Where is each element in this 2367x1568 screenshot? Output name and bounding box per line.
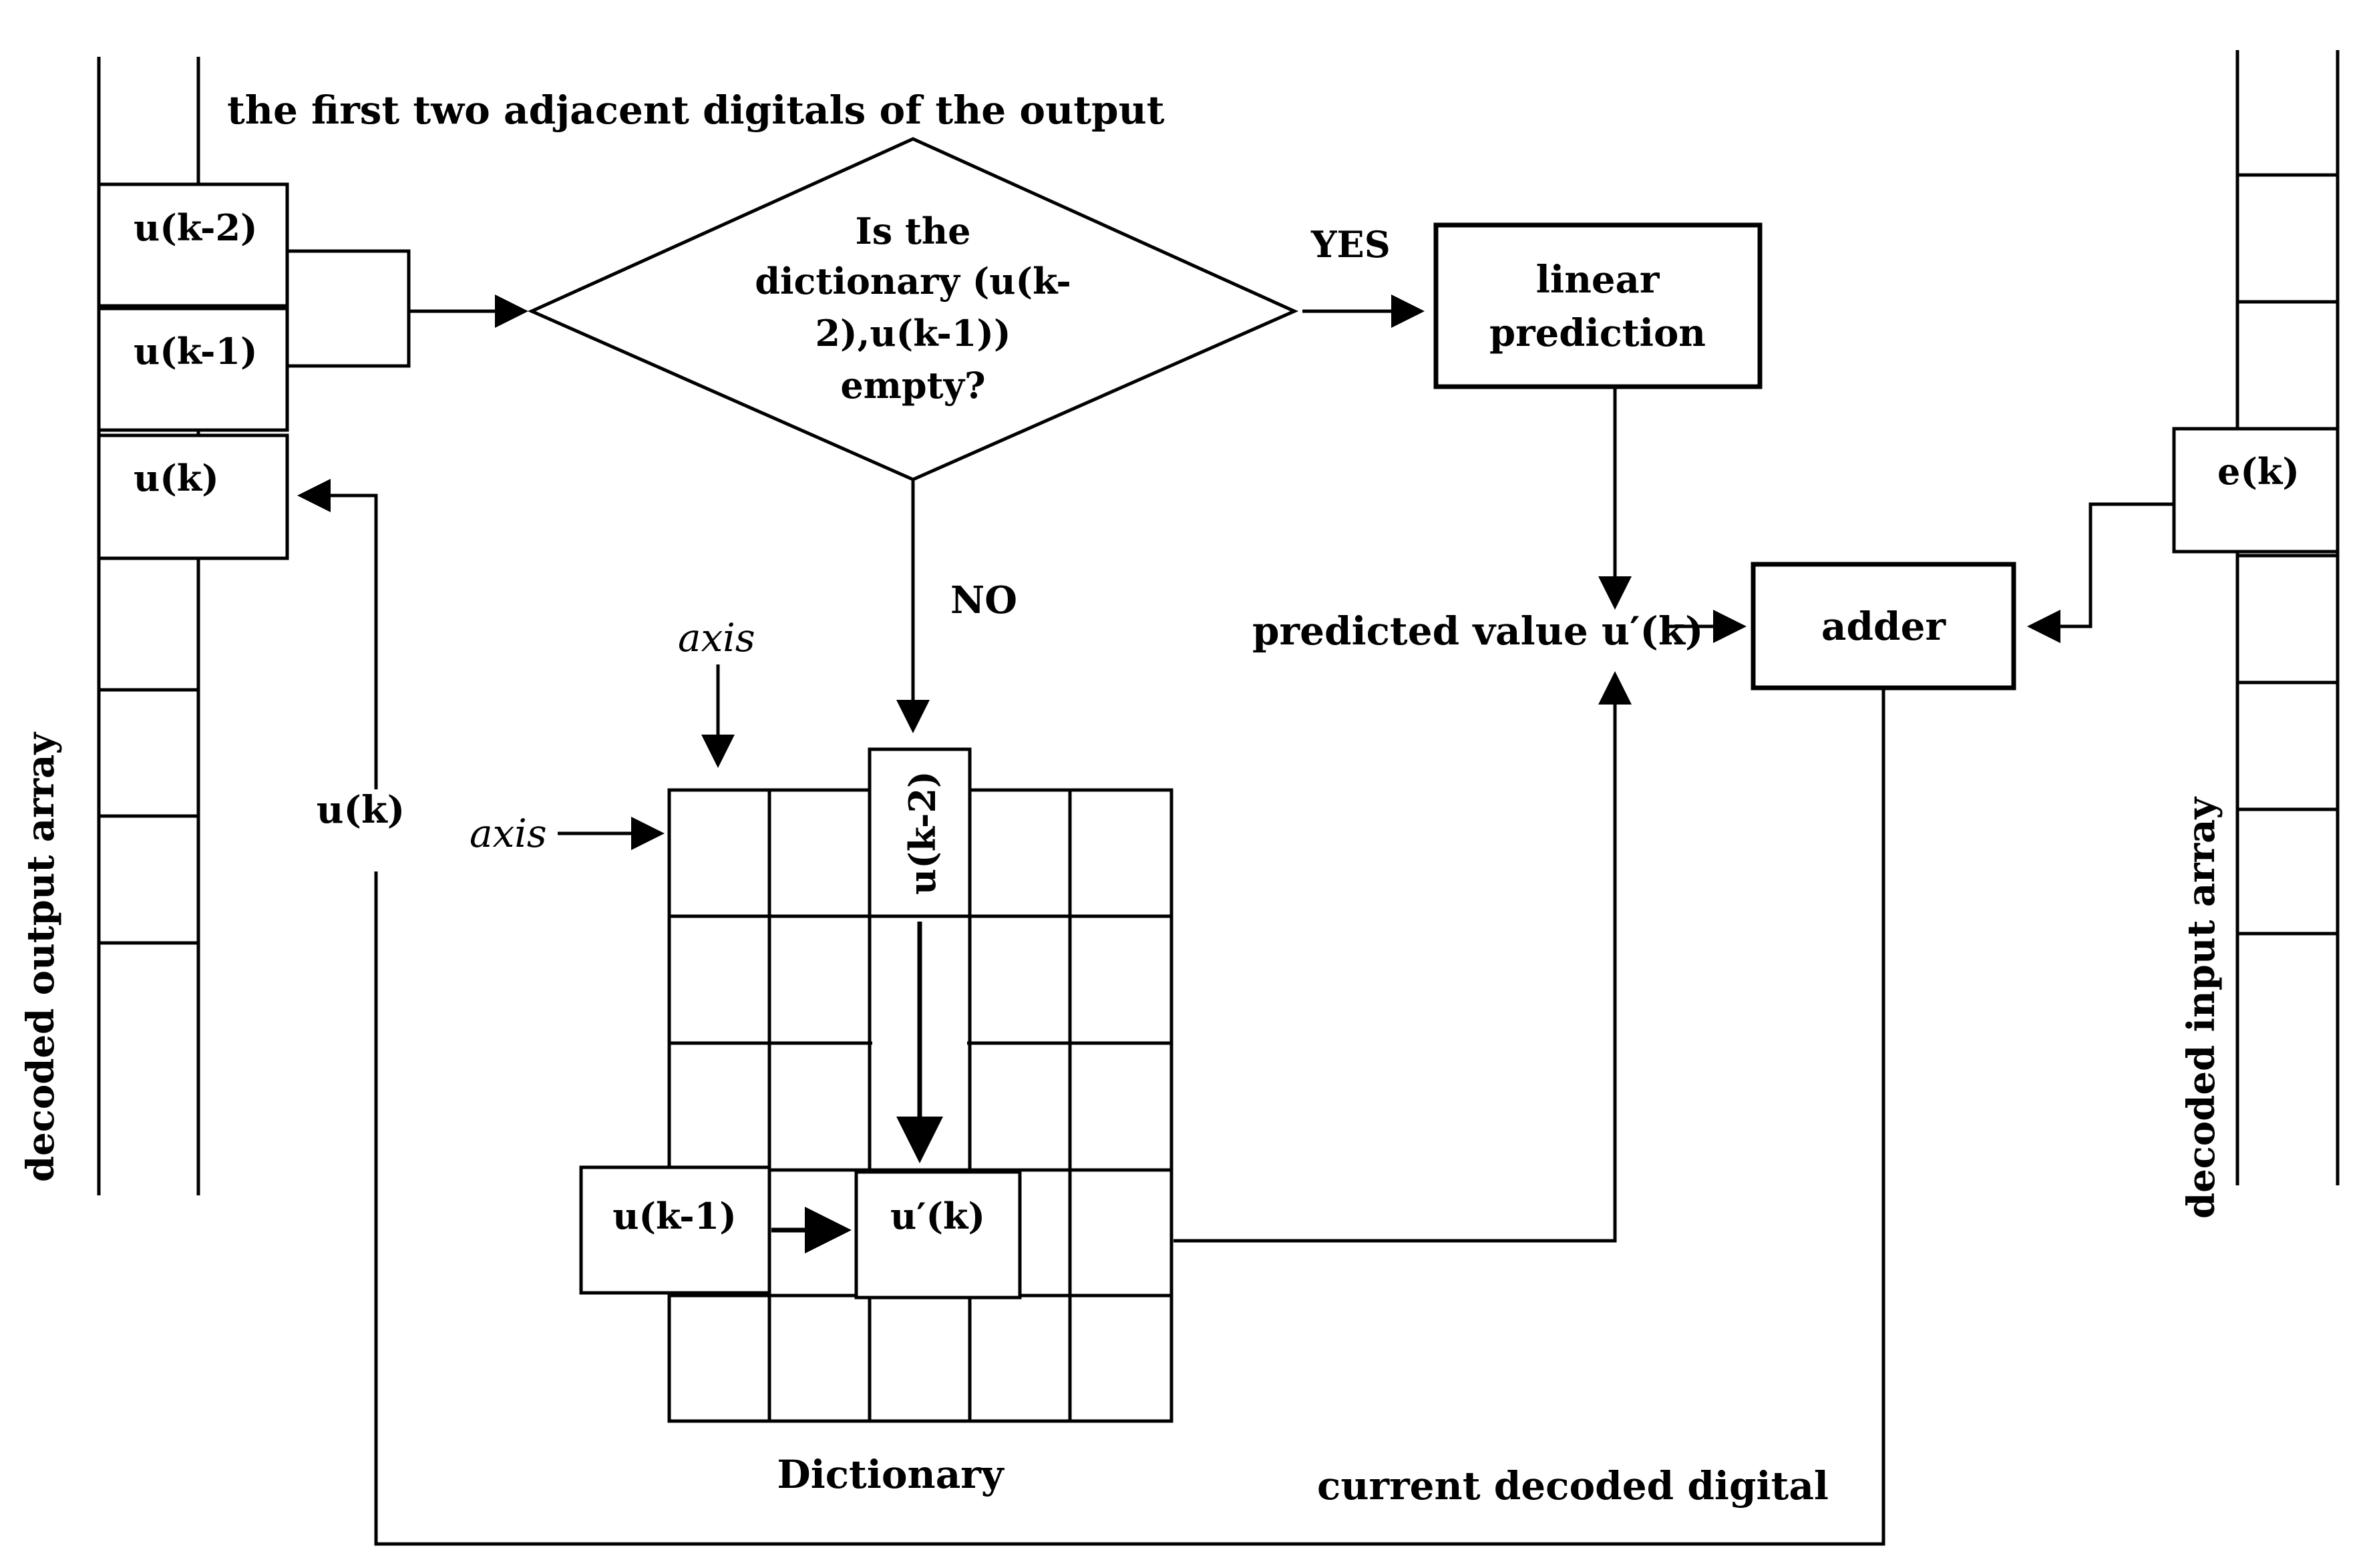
feedback-loop-lower [374,689,1885,1546]
yes-label: YES [1310,223,1391,266]
linear-prediction-line-1: linear [1536,258,1660,302]
dictionary-result-cell [854,1170,1022,1300]
linear-prediction-line-2: prediction [1489,311,1706,355]
decoded-output-array-label: decoded output array [19,732,63,1182]
no-label: NO [950,578,1017,622]
input-bracket [289,249,411,368]
decoded-input-array-label: decoded input array [2179,797,2223,1219]
linear-prediction-box [1433,222,1763,389]
feedback-uk-label: u(k) [317,788,405,832]
dictionary-row-key-label: u(k-1) [612,1195,737,1237]
arrow-dictionary-to-predicted [1173,671,1632,1243]
output-cell-uk [97,433,289,560]
dictionary-row-key [579,1165,771,1295]
output-cell-uk1 [97,307,289,432]
input-cell-ek-label: e(k) [2217,450,2300,493]
axis-left-label: axis [470,811,547,856]
axis-top-label: axis [678,615,755,660]
decision-line-3: 2),u(k-1)) [815,312,1011,355]
dictionary-result-label: u′(k) [890,1195,985,1237]
decision-diamond [527,137,1299,481]
dictionary-column-key-label: u(k-2) [901,771,944,895]
current-decoded-label: current decoded digital [1317,1463,1829,1509]
input-cell-ek [2172,427,2340,554]
arrow-ek-to-adder [2027,502,2173,643]
predicted-value-label: predicted value u′(k) [1252,608,1703,654]
output-cell-uk-label: u(k) [134,457,219,500]
feedback-loop-upper [297,479,378,789]
output-cell-uk2 [97,182,289,308]
decoded-input-array [2235,50,2340,1185]
dictionary-column-key [868,747,972,918]
dictionary-caption: Dictionary [777,1452,1005,1497]
decision-line-4: empty? [840,364,985,407]
output-cell-uk1-label: u(k-1) [134,330,258,373]
diagram-header: the first two adjacent digitals of the o… [227,87,1165,133]
decision-line-1: Is the [855,210,970,252]
adder-label: adder [1821,604,1947,649]
decision-line-2: dictionary (u(k- [755,260,1071,303]
output-cell-uk2-label: u(k-2) [134,206,258,249]
adder-box [1751,562,2016,691]
